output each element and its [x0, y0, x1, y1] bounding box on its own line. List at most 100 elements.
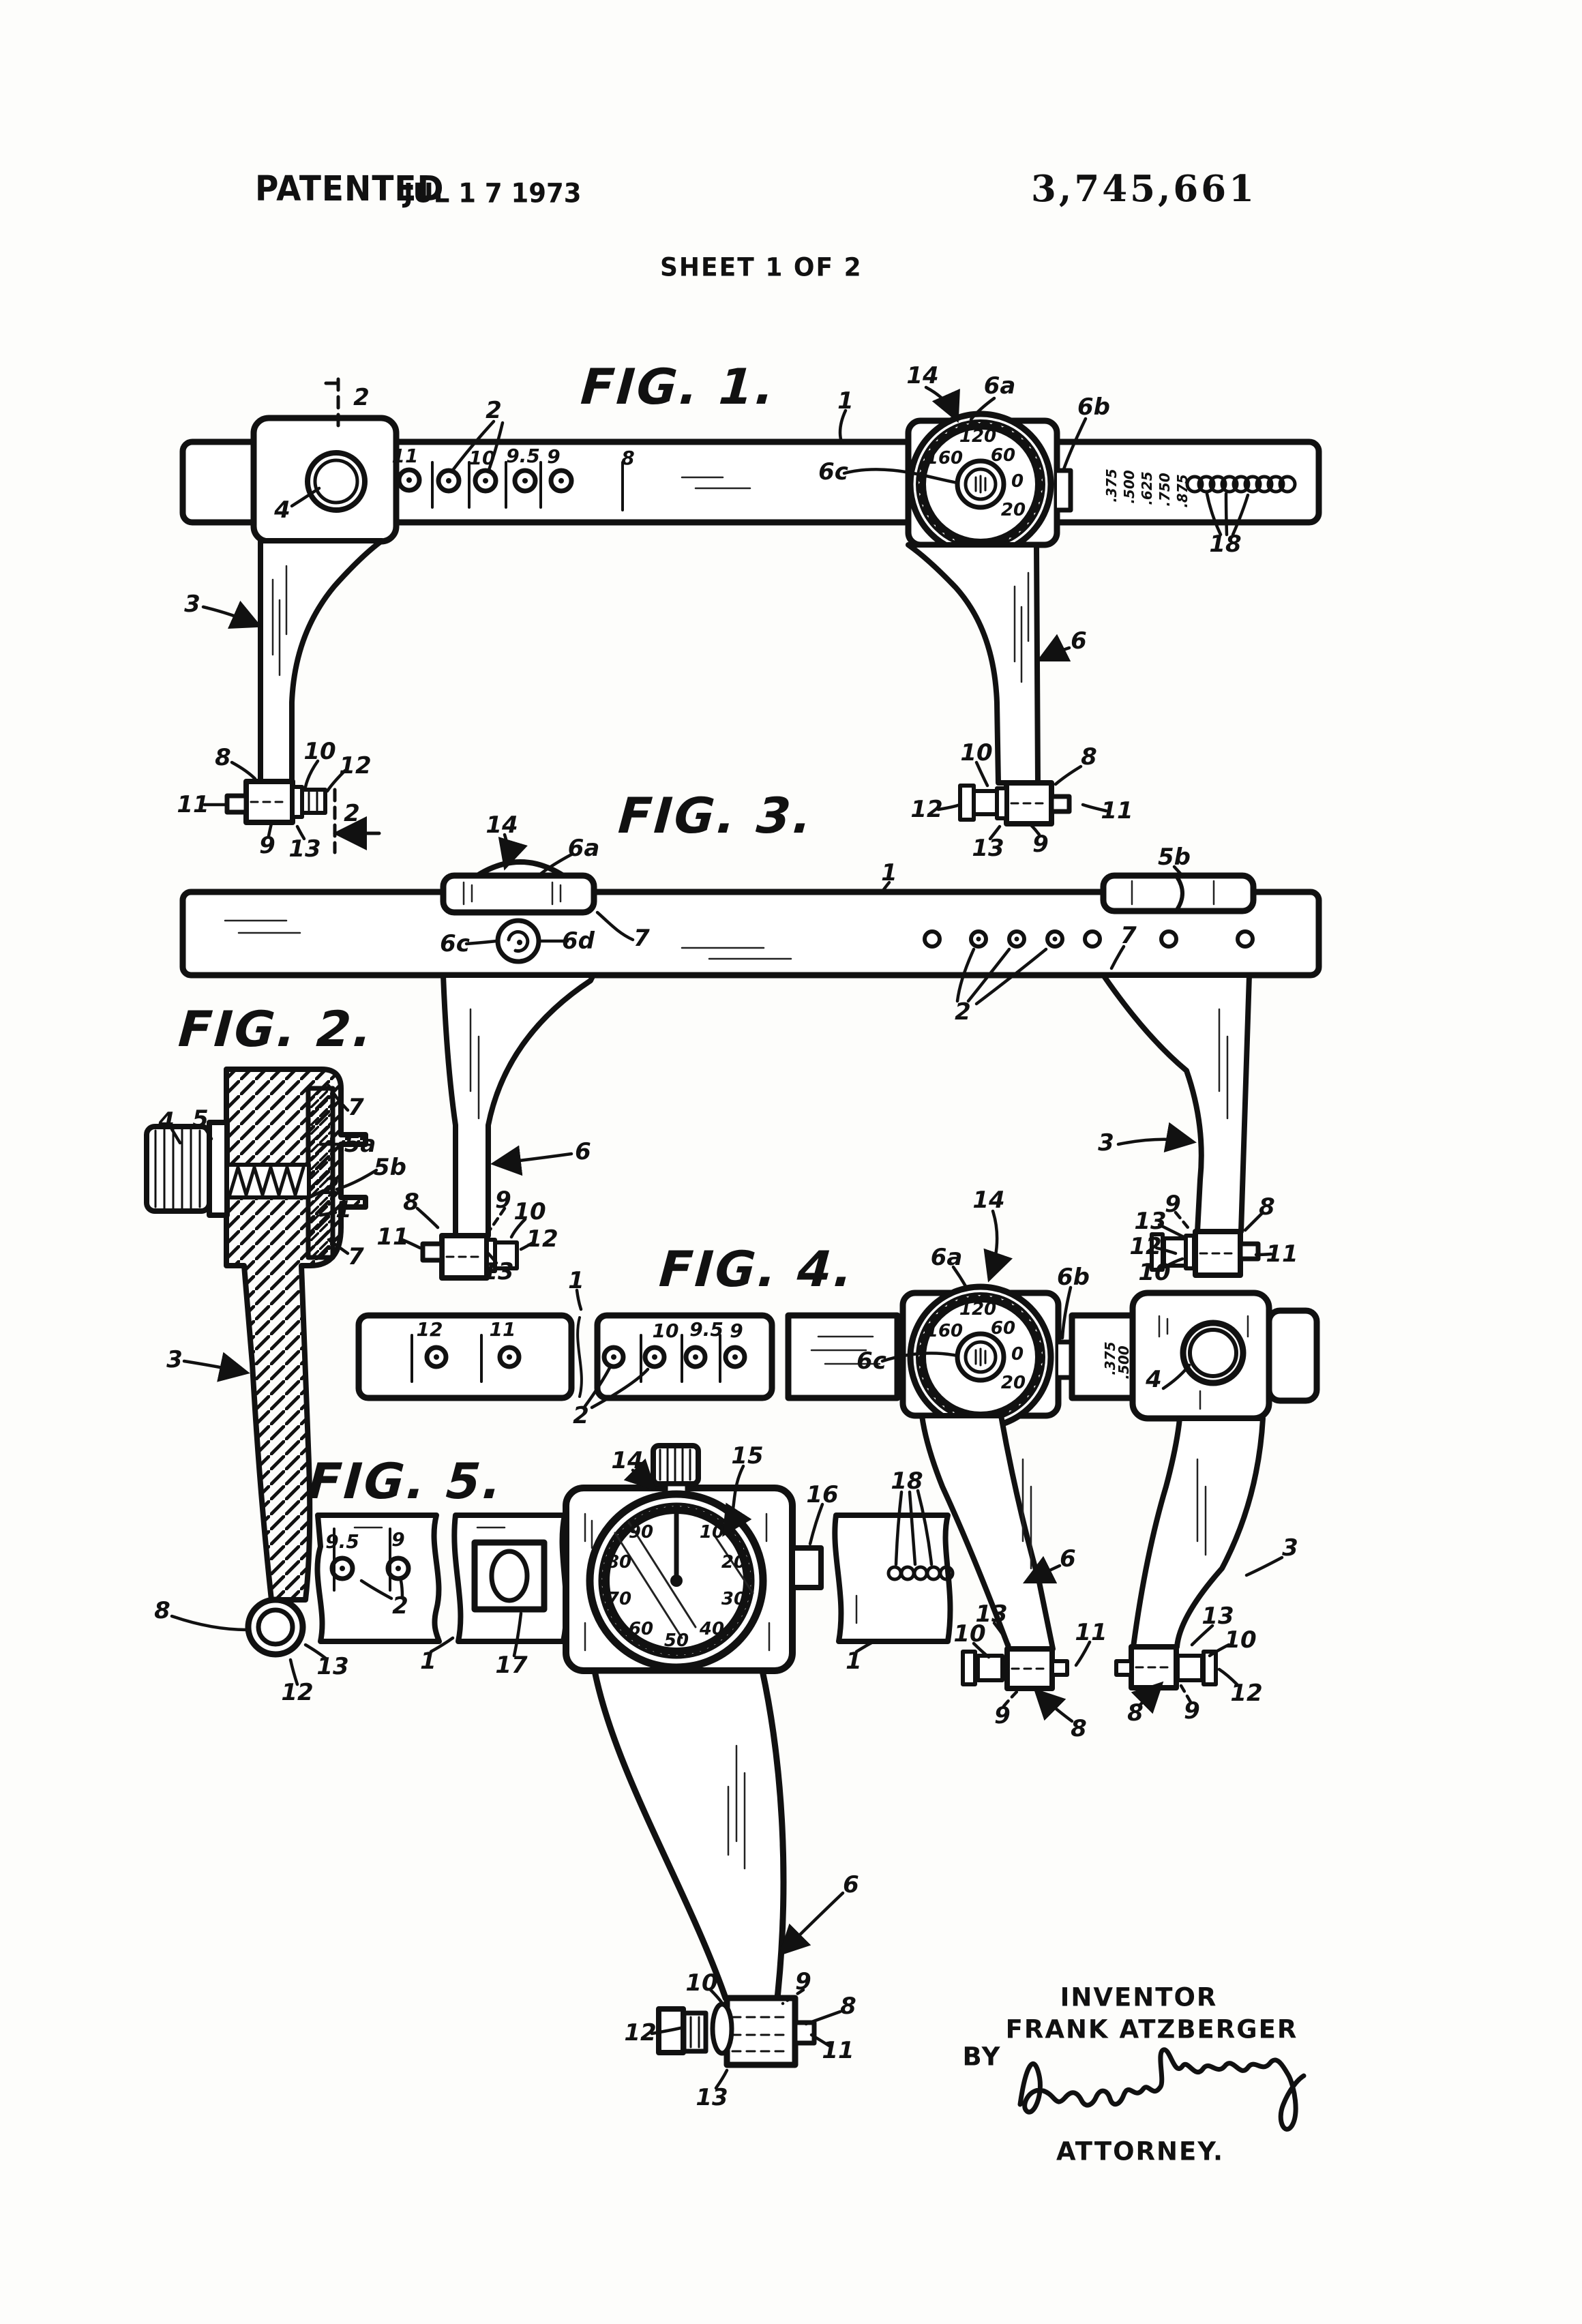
- ref-fig4-6: 6: [1060, 1545, 1076, 1573]
- patented-stamp: PATENTED: [255, 168, 445, 210]
- ref-fig5-15: 15: [731, 1442, 764, 1470]
- ref-fig2-5: 5: [192, 1105, 209, 1133]
- ref-fig4-4: 4: [1146, 1366, 1162, 1393]
- ref-fig4-14: 14: [972, 1187, 1005, 1214]
- ref-fig1-scale-9: 9: [547, 445, 561, 468]
- ref-fig1-left-12: 12: [339, 752, 372, 779]
- ref-fig1-1: 1: [837, 387, 854, 415]
- ref-fig1-right-13: 13: [972, 835, 1004, 862]
- ref-fig3-6c: 6c: [440, 930, 470, 957]
- fig5-dial-90: 90: [628, 1522, 654, 1543]
- ref-fig1-scale-8: 8: [621, 447, 635, 469]
- ref-fig5-14: 14: [611, 1447, 644, 1474]
- ref-fig3-left-10: 10: [513, 1198, 546, 1225]
- patent-date: JUL 1 7 1973: [404, 177, 582, 209]
- ref-fig4-3: 3: [1282, 1534, 1298, 1562]
- ref-fig4-left-10: 10: [953, 1620, 986, 1648]
- patent-number: 3,745,661: [1031, 168, 1257, 210]
- ref-fig2-5a: 5a: [344, 1131, 376, 1158]
- fig4-dial-120: 120: [959, 1299, 997, 1320]
- ref-fig4-6a: 6a: [930, 1244, 963, 1271]
- ref-fig5-17: 17: [495, 1652, 528, 1679]
- ref-fig3-left-12: 12: [526, 1225, 558, 1253]
- ref-fig1-scale-10: 10: [468, 447, 496, 469]
- ref-fig5-scale-95: 9.5: [325, 1530, 359, 1553]
- ref-fig4-scale-12: 12: [416, 1318, 443, 1341]
- ref-fig4-right-13: 13: [1202, 1603, 1234, 1630]
- ref-fig4-right-10: 10: [1224, 1626, 1257, 1654]
- fig1-drawing: [179, 377, 1322, 854]
- ref-fig5-9: 9: [795, 1968, 811, 1995]
- ref-fig5-10: 10: [685, 1969, 718, 1997]
- ref-fig3-2: 2: [955, 998, 971, 1026]
- fig4-dial-20: 20: [1000, 1373, 1026, 1393]
- ref-fig3-right-13: 13: [1134, 1208, 1167, 1235]
- ref-fig3-left-13: 13: [481, 1258, 514, 1285]
- ref-fig4-scale-9: 9: [730, 1320, 743, 1342]
- fig1-dec-875: .875: [1174, 474, 1191, 508]
- ref-fig3-1: 1: [881, 859, 897, 887]
- fig5-dial-10: 10: [699, 1522, 725, 1543]
- ref-fig4-scale-11: 11: [489, 1318, 516, 1341]
- fig1-dial-20: 20: [1000, 500, 1026, 520]
- ref-fig1-6c: 6c: [818, 458, 848, 486]
- ref-fig1-right-12: 12: [910, 796, 943, 823]
- fig4-dial-160: 160: [925, 1321, 964, 1341]
- ref-fig4-left-13: 13: [975, 1600, 1008, 1628]
- fig2-drawing: [144, 1067, 378, 1686]
- ref-fig1-right-8: 8: [1081, 743, 1097, 771]
- fig5-dial-30: 30: [721, 1589, 747, 1609]
- ref-fig3-right-9: 9: [1165, 1191, 1181, 1218]
- fig5-dial-20: 20: [721, 1552, 747, 1573]
- ref-fig1-left-8: 8: [215, 744, 231, 771]
- ref-fig3-right-11: 11: [1266, 1240, 1298, 1268]
- fig1-dec-750: .750: [1156, 473, 1173, 507]
- ref-fig2-7-top: 7: [348, 1094, 364, 1121]
- ref-fig4-6c: 6c: [856, 1347, 886, 1375]
- ref-fig4-2: 2: [573, 1402, 589, 1429]
- ref-fig5-16: 16: [806, 1481, 839, 1508]
- ref-fig1-14: 14: [906, 362, 939, 389]
- fig5-label: FIG. 5.: [306, 1452, 505, 1510]
- ref-fig3-6: 6: [575, 1138, 591, 1165]
- sheet-label: SHEET 1 OF 2: [660, 252, 863, 283]
- ref-fig4-left-8: 8: [1071, 1715, 1087, 1742]
- fig3-label: FIG. 3.: [616, 787, 816, 844]
- ref-fig1-6: 6: [1071, 627, 1087, 655]
- by-label: BY: [962, 2042, 1002, 2072]
- ref-fig2-7-bottom: 7: [348, 1243, 364, 1270]
- ref-fig1-scale-95: 9.5: [506, 445, 540, 467]
- ref-fig3-left-9: 9: [495, 1187, 511, 1214]
- attorney-signature: [1017, 2047, 1307, 2132]
- ref-fig3-right-12: 12: [1129, 1233, 1162, 1260]
- inventor-label: INVENTOR: [1060, 1982, 1218, 2012]
- ref-fig1-4: 4: [274, 496, 290, 524]
- ref-fig5-13: 13: [696, 2084, 728, 2111]
- ref-fig3-left-8: 8: [403, 1189, 419, 1216]
- fig4-dec-500: .500: [1116, 1345, 1132, 1380]
- ref-fig3-6d: 6d: [562, 927, 595, 955]
- ref-fig2-12: 12: [281, 1679, 314, 1706]
- ref-fig1-right-11: 11: [1101, 797, 1133, 824]
- fig1-dial-60: 60: [990, 445, 1016, 466]
- attorney-label: ATTORNEY.: [1056, 2136, 1224, 2166]
- fig4-dial-60: 60: [990, 1318, 1016, 1339]
- ref-fig3-6a: 6a: [567, 835, 600, 862]
- ref-fig2-1: 1: [335, 1196, 352, 1223]
- fig1-dec-500: .500: [1121, 470, 1137, 504]
- ref-fig4-scale-10: 10: [652, 1320, 679, 1342]
- ref-fig4-right-8: 8: [1127, 1699, 1144, 1727]
- ref-fig3-7-right: 7: [1120, 922, 1137, 949]
- ref-fig1-section-2-bottom: 2: [344, 800, 360, 827]
- ref-fig5-8: 8: [840, 1993, 856, 2020]
- ref-fig4-11: 11: [1075, 1619, 1107, 1646]
- fig4-dec-375: .375: [1102, 1341, 1118, 1375]
- ref-fig4-6b: 6b: [1057, 1264, 1090, 1291]
- fig1-dial-0: 0: [1011, 471, 1024, 492]
- ref-fig5-2: 2: [392, 1592, 408, 1620]
- fig4-label: FIG. 4.: [657, 1240, 856, 1298]
- ref-fig3-left-11: 11: [376, 1223, 409, 1251]
- ref-fig1-left-9: 9: [259, 832, 275, 859]
- ref-fig3-right-8: 8: [1259, 1193, 1275, 1221]
- ref-fig2-3: 3: [166, 1346, 183, 1373]
